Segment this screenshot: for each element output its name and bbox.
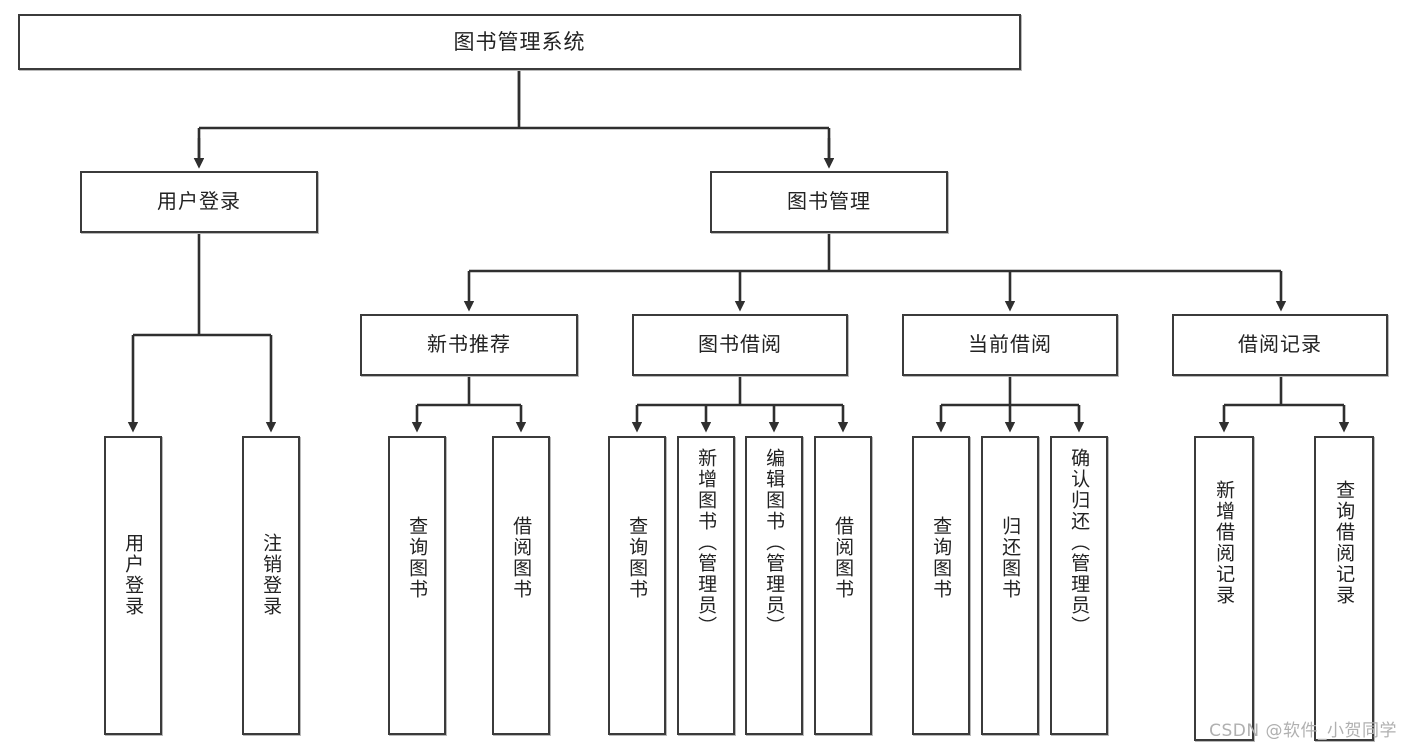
leaf-logout[interactable]: 注销登录 xyxy=(242,436,300,735)
leaf-add-borrow-record[interactable]: 新增借阅记录 xyxy=(1194,436,1254,741)
leaf-borrow-book[interactable]: 借阅图书 xyxy=(814,436,872,735)
leaf-user-login[interactable]: 用户登录 xyxy=(104,436,162,735)
leaf-confirm-return-admin[interactable]: 确认归还（管理员） xyxy=(1050,436,1108,735)
leaf-edit-book-admin-label: 编辑图书（管理员） xyxy=(763,448,786,637)
leaf-edit-book-admin[interactable]: 编辑图书（管理员） xyxy=(745,436,803,735)
node-book-management[interactable]: 图书管理 xyxy=(710,171,948,233)
node-book-management-label: 图书管理 xyxy=(787,189,871,214)
leaf-query-book-borrow-label: 查询图书 xyxy=(626,516,649,600)
leaf-query-book-recommend[interactable]: 查询图书 xyxy=(388,436,446,735)
leaf-query-borrow-record[interactable]: 查询借阅记录 xyxy=(1314,436,1374,741)
leaf-borrow-book-recommend-label: 借阅图书 xyxy=(510,516,533,600)
node-user-login-label: 用户登录 xyxy=(157,189,241,214)
node-current-borrow[interactable]: 当前借阅 xyxy=(902,314,1118,376)
node-root-label: 图书管理系统 xyxy=(453,29,586,54)
leaf-confirm-return-admin-label: 确认归还（管理员） xyxy=(1068,448,1091,637)
node-book-borrow[interactable]: 图书借阅 xyxy=(632,314,848,376)
leaf-borrow-book-label: 借阅图书 xyxy=(832,516,855,600)
node-new-book-recommend-label: 新书推荐 xyxy=(427,332,511,357)
leaf-borrow-book-recommend[interactable]: 借阅图书 xyxy=(492,436,550,735)
leaf-user-login-label: 用户登录 xyxy=(122,533,145,617)
leaf-query-borrow-record-label: 查询借阅记录 xyxy=(1333,480,1356,606)
leaf-add-book-admin-label: 新增图书（管理员） xyxy=(695,448,718,637)
leaf-query-book-current[interactable]: 查询图书 xyxy=(912,436,970,735)
node-current-borrow-label: 当前借阅 xyxy=(968,332,1052,357)
node-user-login[interactable]: 用户登录 xyxy=(80,171,318,233)
node-borrow-record[interactable]: 借阅记录 xyxy=(1172,314,1388,376)
leaf-return-book-label: 归还图书 xyxy=(999,516,1022,600)
leaf-add-borrow-record-label: 新增借阅记录 xyxy=(1213,480,1236,606)
leaf-query-book-borrow[interactable]: 查询图书 xyxy=(608,436,666,735)
watermark: CSDN @软件_小贺同学 xyxy=(1209,721,1397,741)
leaf-add-book-admin[interactable]: 新增图书（管理员） xyxy=(677,436,735,735)
node-new-book-recommend[interactable]: 新书推荐 xyxy=(360,314,578,376)
node-root[interactable]: 图书管理系统 xyxy=(18,14,1021,70)
leaf-logout-label: 注销登录 xyxy=(260,533,283,617)
leaf-query-book-current-label: 查询图书 xyxy=(930,516,953,600)
node-book-borrow-label: 图书借阅 xyxy=(698,332,782,357)
node-borrow-record-label: 借阅记录 xyxy=(1238,332,1322,357)
leaf-query-book-recommend-label: 查询图书 xyxy=(406,516,429,600)
bar-mask xyxy=(0,120,1405,138)
leaf-return-book[interactable]: 归还图书 xyxy=(981,436,1039,735)
